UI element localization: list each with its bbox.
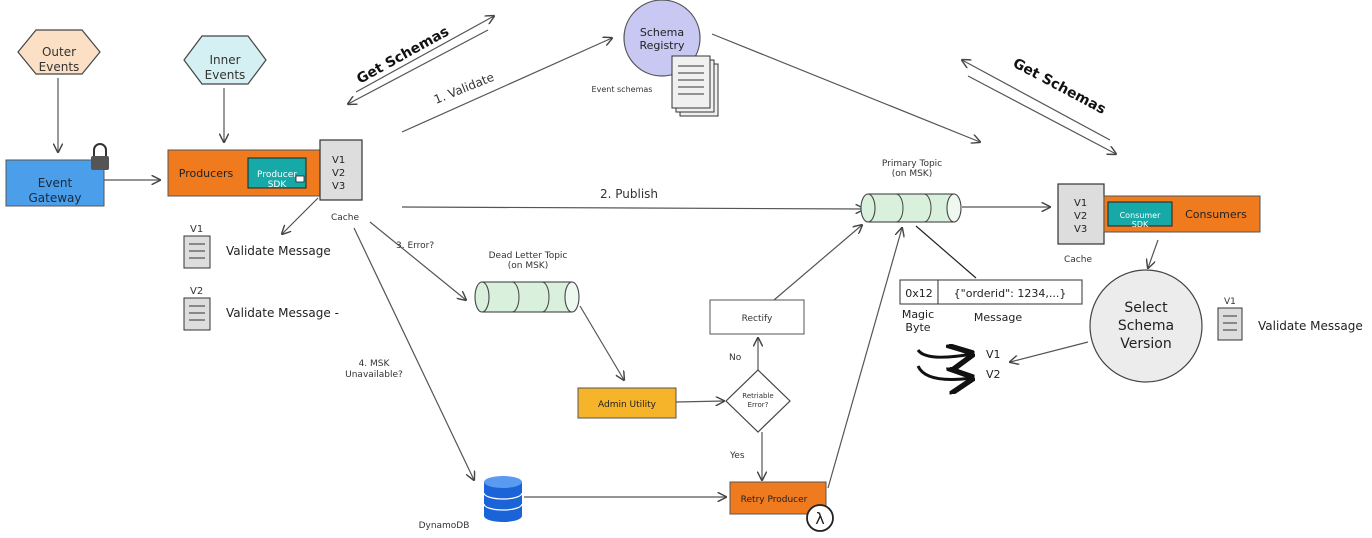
lambda-icon: λ (806, 504, 834, 532)
edge-label-get-schemas-right: Get Schemas (1010, 55, 1108, 117)
message-label: Message (974, 311, 1022, 324)
edge-msk-unavailable (353, 227, 474, 480)
validate-v1-label: Validate Message (226, 244, 331, 258)
edge-label-error: 3. Error? (396, 241, 434, 251)
edge-get-schemas-left-down (348, 29, 489, 104)
document-icon (183, 235, 211, 269)
edge-primary-to-message (915, 225, 977, 279)
edge-rectify-to-primary (773, 225, 862, 301)
rectify-label: Rectify (742, 314, 773, 324)
edge-get-schemas-left-up (355, 16, 494, 93)
validate-v2-version: V2 (190, 286, 203, 297)
message-payload-box (937, 279, 1083, 305)
primary-topic-label: Primary Topic(on MSK) (882, 159, 942, 179)
arrow-v1 (916, 350, 972, 357)
sdk-small-icon (295, 175, 305, 183)
producer-cache-box[interactable] (319, 139, 363, 201)
version-v2: V2 (986, 368, 1001, 381)
admin-utility-label: Admin Utility (598, 400, 657, 410)
edge-get-schemas-right-down (967, 75, 1116, 154)
edge-label-publish: 2. Publish (600, 187, 658, 201)
document-icon (1217, 307, 1243, 341)
producer-cache-label: Cache (331, 213, 359, 223)
retriable-error-node[interactable] (725, 369, 791, 433)
event-schemas-label: Event schemas (592, 85, 653, 94)
database-icon[interactable] (483, 476, 523, 522)
version-arrows (916, 350, 972, 380)
event-gateway-node[interactable] (5, 159, 105, 207)
magic-byte-value: 0x12 (905, 287, 933, 300)
document-icon (183, 297, 211, 331)
validate-v1-version: V1 (190, 224, 203, 235)
retry-producer-node[interactable] (729, 481, 827, 515)
arrow-v2 (916, 366, 972, 380)
version-v1: V1 (986, 348, 1001, 361)
consumers-label: Consumers (1185, 208, 1247, 221)
consumer-cache-v2: V2 (1074, 211, 1087, 222)
edge-cache-to-validate (282, 197, 319, 234)
consumer-cache-v1: V1 (1074, 198, 1087, 209)
primary-topic-node[interactable] (860, 193, 962, 223)
producer-cache-v3: V3 (332, 181, 345, 192)
svg-text:λ: λ (815, 509, 824, 528)
consumer-cache-box[interactable] (1057, 183, 1105, 245)
edges (58, 16, 1159, 497)
dead-letter-topic-label: Dead Letter Topic(on MSK) (489, 251, 568, 271)
consumer-sdk-box (1107, 201, 1173, 227)
dynamodb-label: DynamoDB (419, 521, 470, 531)
dead-letter-topic-node[interactable] (474, 281, 580, 313)
consumer-validate-version: V1 (1224, 297, 1236, 307)
edge-registry-to-consumers (711, 33, 980, 142)
outer-events-node[interactable] (17, 29, 101, 75)
edge-get-schemas-right-up (962, 60, 1111, 141)
select-schema-version-node[interactable] (1089, 269, 1203, 383)
lock-icon (91, 143, 109, 170)
inner-events-node[interactable] (183, 35, 267, 85)
admin-utility-node[interactable] (577, 387, 677, 419)
producers-label: Producers (179, 167, 234, 180)
edge-consumers-to-select (1148, 239, 1159, 268)
edge-error (369, 221, 466, 300)
message-payload: {"orderid": 1234,...} (954, 287, 1067, 300)
producer-sdk-box (247, 157, 307, 189)
edge-label-no: No (729, 353, 742, 363)
producer-cache-v2: V2 (332, 168, 345, 179)
producer-cache-v1: V1 (332, 155, 345, 166)
edge-select-to-versions (1010, 341, 1089, 362)
consumer-cache-label: Cache (1064, 255, 1092, 265)
validate-v2-label: Validate Message - (226, 306, 339, 320)
edge-dlt-to-admin (579, 305, 624, 380)
edge-retry-to-primary (827, 228, 902, 489)
rectify-node[interactable] (709, 299, 805, 335)
edge-label-get-schemas-left: Get Schemas (354, 24, 452, 88)
edge-label-yes: Yes (729, 451, 745, 461)
consumer-cache-v3: V3 (1074, 224, 1087, 235)
document-icon (671, 55, 719, 117)
edge-publish (401, 207, 864, 209)
consumer-validate-label: Validate Message (1258, 319, 1363, 333)
edge-label-validate: 1. Validate (432, 70, 496, 107)
retry-producer-label: Retry Producer (741, 495, 808, 505)
edge-validate (401, 38, 612, 133)
edge-admin-to-retriable (675, 401, 724, 402)
